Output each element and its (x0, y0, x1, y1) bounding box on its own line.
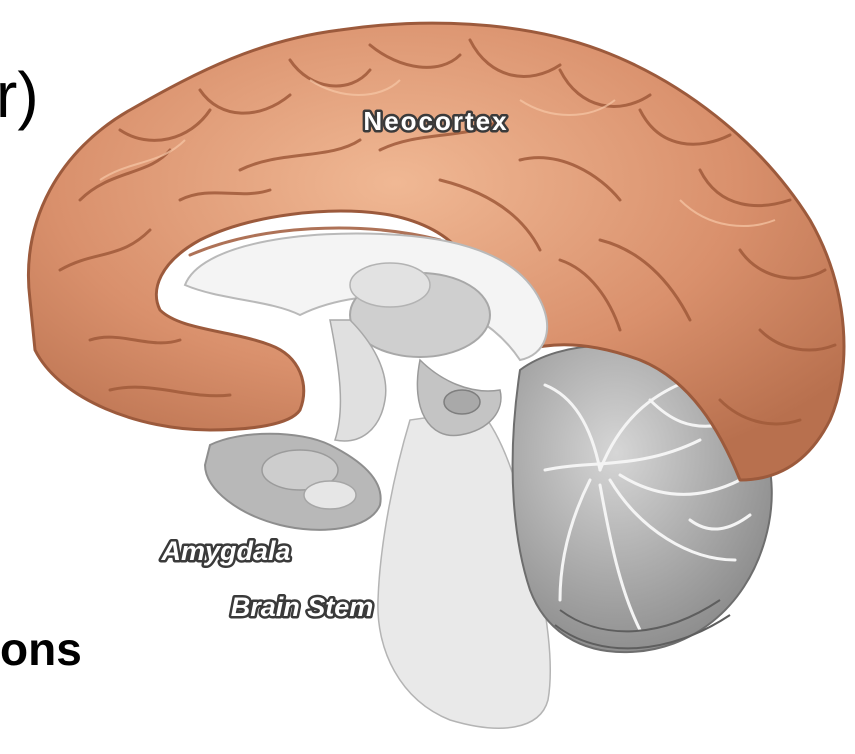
neocortex-label: Neocortex (363, 106, 508, 136)
brain-stem-label: Brain Stem (231, 592, 374, 622)
amygdala-label: Amygdala (160, 536, 290, 566)
